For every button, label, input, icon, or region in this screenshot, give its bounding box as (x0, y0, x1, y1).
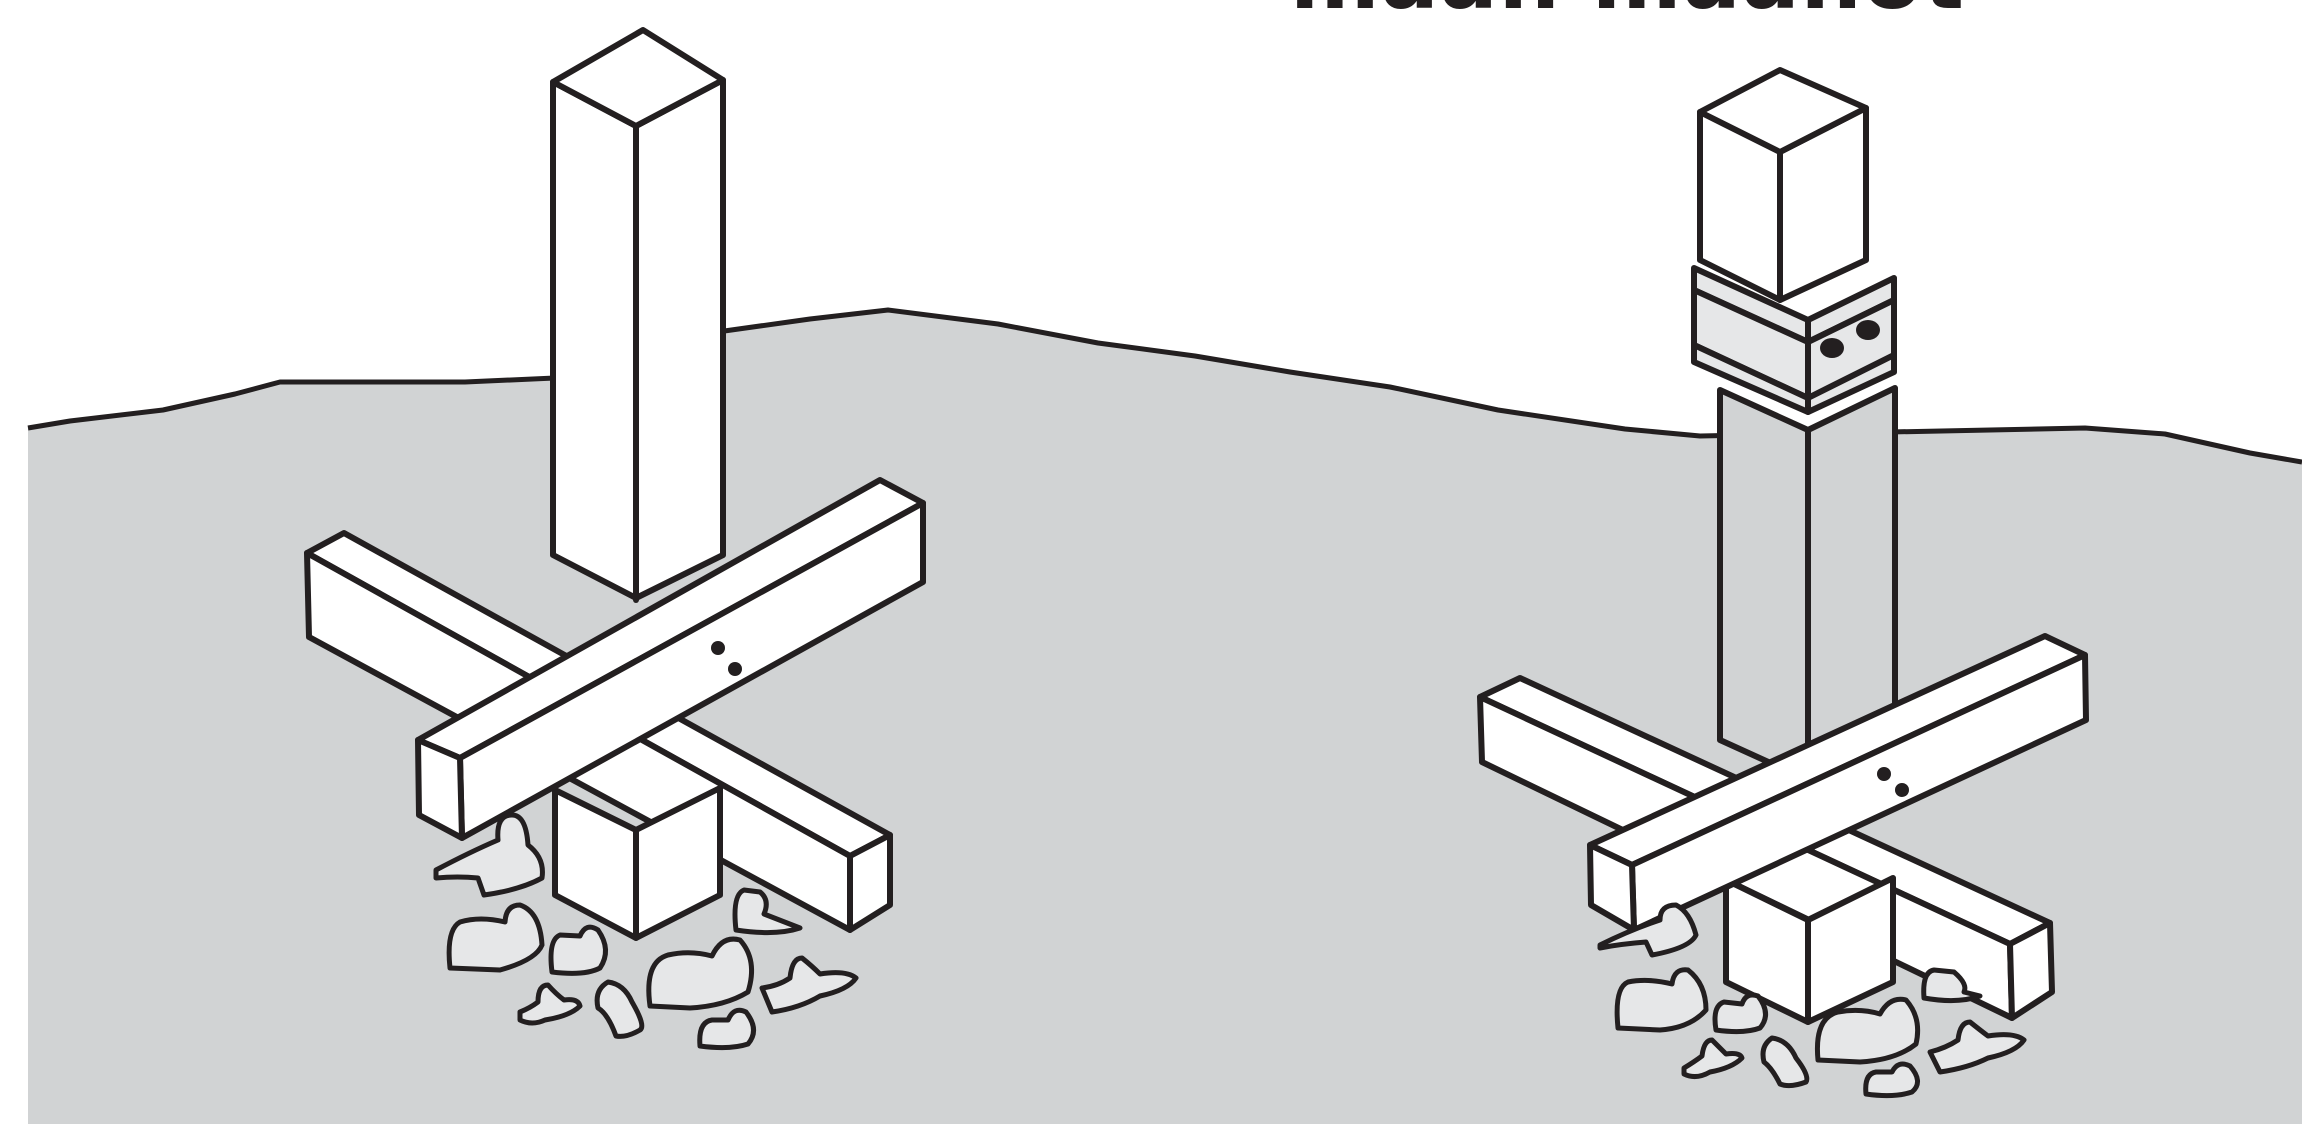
left-post-top (550, 27, 726, 129)
left-stones-icon (433, 812, 859, 1051)
right-clamp-bolt-1 (1820, 338, 1844, 358)
post-with-cross-anchor-icon (304, 27, 926, 1051)
page-heading: maan maanot (1290, 0, 1965, 22)
ground-horizon-line (27, 307, 2302, 465)
right-bolt-1 (1877, 767, 1891, 781)
right-post-cap (1697, 67, 1869, 155)
left-front-beam-end (415, 737, 465, 841)
right-back-beam-end (2007, 920, 2055, 1021)
right-stones-icon (1597, 902, 2027, 1099)
right-bolt-2 (1895, 783, 1909, 797)
left-back-beam-end (847, 832, 893, 933)
right-clamp-bolt-2 (1856, 320, 1880, 340)
left-bolt-2 (728, 662, 742, 676)
left-bolt-1 (711, 641, 725, 655)
post-with-clamped-cross-anchor-icon (1477, 67, 2089, 1099)
